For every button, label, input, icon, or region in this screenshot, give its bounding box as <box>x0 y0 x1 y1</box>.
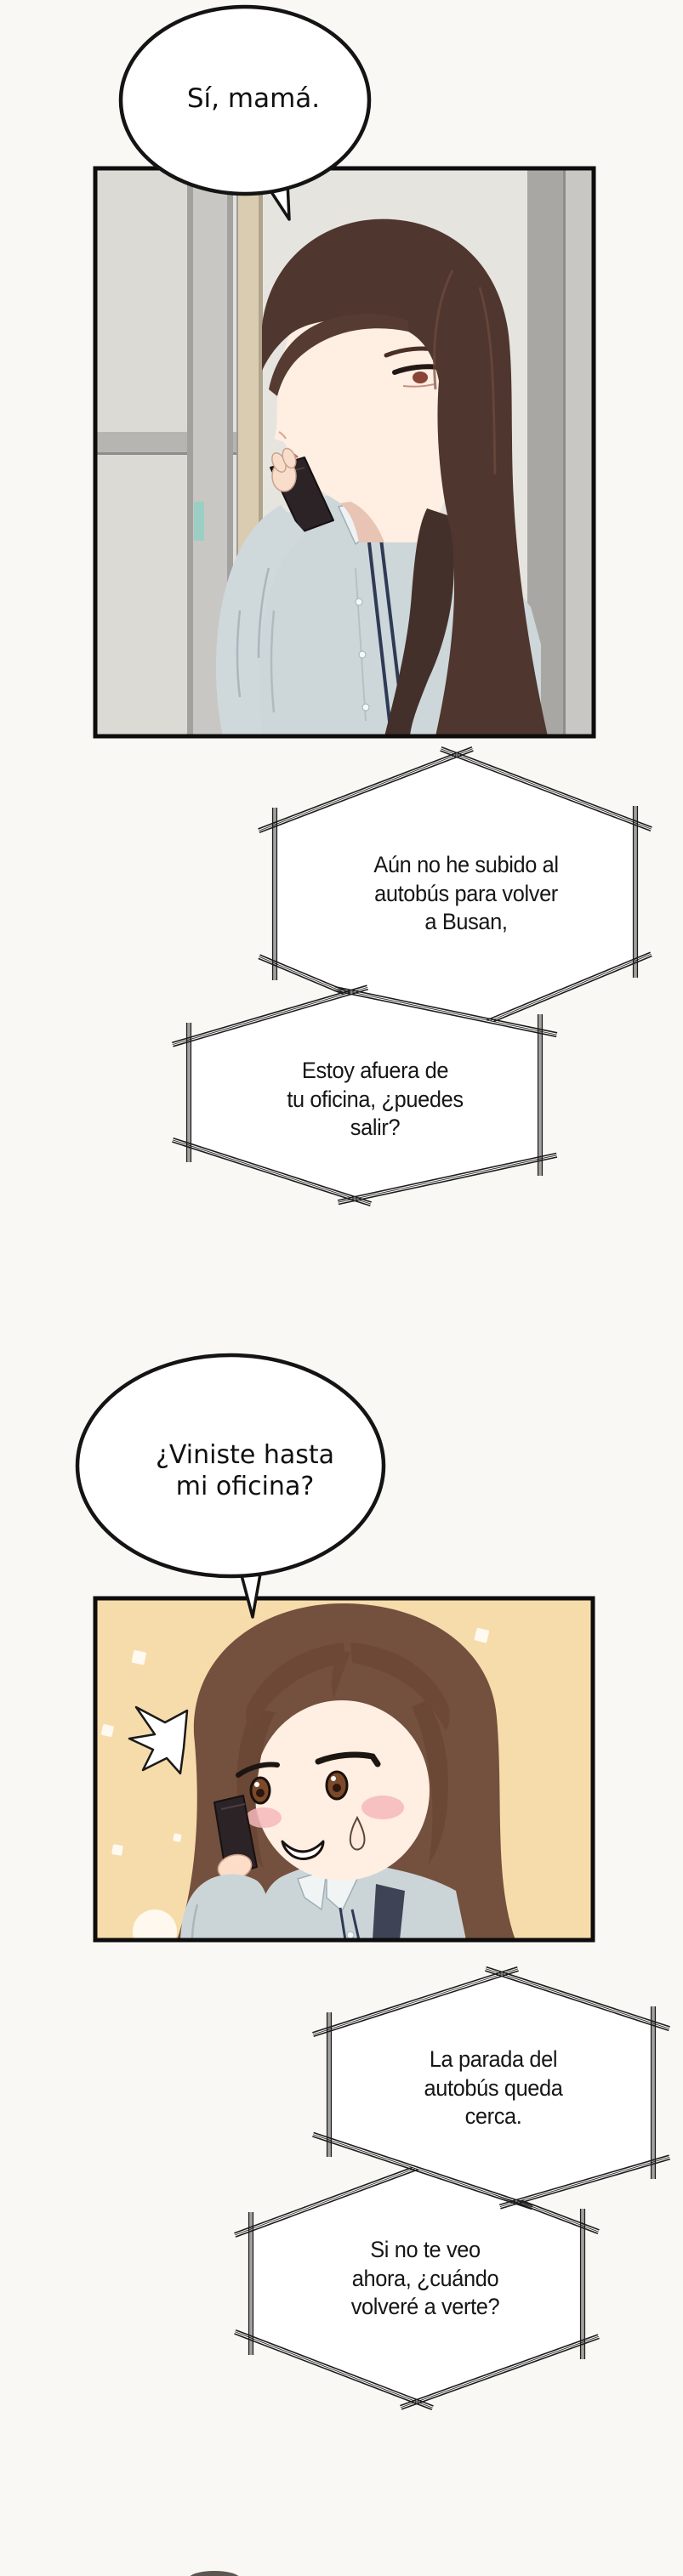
panel-woman-on-phone <box>95 168 594 736</box>
speech-line: salir? <box>350 1115 401 1140</box>
speech-line: a Busan, <box>424 909 508 934</box>
speech-text-4: ¿Viniste hasta mi oficina? <box>116 1439 374 1502</box>
speech-bubble-4 <box>75 1353 386 1619</box>
speech-bubble-1 <box>118 4 372 221</box>
speech-line: Estoy afuera de <box>301 1058 449 1083</box>
panel-1-border <box>93 166 596 739</box>
speech-line: Aún no he subido al <box>373 852 559 877</box>
speech-line: autobús queda <box>424 2074 563 2101</box>
speech-text-6: Si no te veo ahora, ¿cuándo volveré a ve… <box>304 2236 547 2322</box>
panel-2-border <box>93 1596 595 1943</box>
speech-line: cerca. <box>464 2103 522 2129</box>
bottom-panel-edge <box>190 2571 239 2576</box>
speech-line: volveré a verte? <box>350 2294 500 2319</box>
speech-text-2: Aún no he subido al autobús para volver … <box>346 851 586 937</box>
grit-smile <box>281 1840 325 1860</box>
panel-chibi-surprised <box>95 1598 593 1940</box>
speech-line: Si no te veo <box>370 2237 481 2262</box>
shock-mark <box>128 1705 189 1775</box>
speech-line: tu oficina, ¿puedes <box>287 1086 464 1112</box>
speech-text-5: La parada del autobús queda cerca. <box>372 2045 615 2131</box>
speech-line: mi oficina? <box>175 1472 315 1501</box>
sweat-drop <box>349 1815 366 1851</box>
speech-line: ¿Viniste hasta <box>155 1440 335 1470</box>
speech-text-3: Estoy afuera de tu oficina, ¿puedes sali… <box>255 1057 495 1143</box>
speech-text-1: Sí, mamá. <box>124 82 383 116</box>
speech-line: ahora, ¿cuándo <box>351 2265 499 2291</box>
speech-line: autobús para volver <box>374 880 558 906</box>
speech-line: Sí, mamá. <box>186 83 321 114</box>
hex-burst-bubbles <box>171 746 671 2411</box>
speech-line: La parada del <box>429 2046 558 2072</box>
